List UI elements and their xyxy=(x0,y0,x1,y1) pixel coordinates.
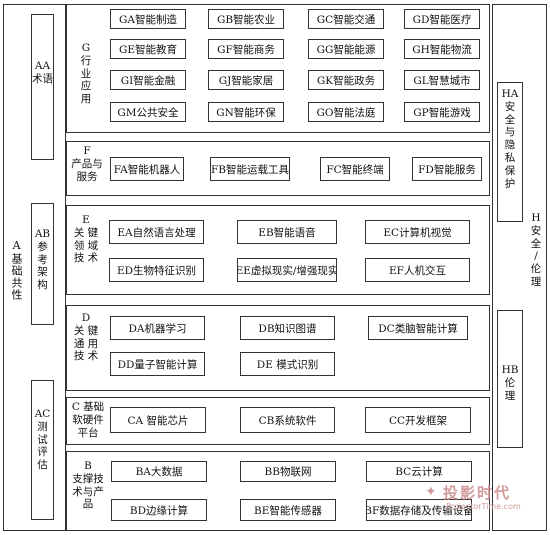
fc-smart-terminal: FC智能终端 xyxy=(320,157,390,181)
gn-smart-environment: GN智能环保 xyxy=(208,102,284,122)
ea-natural-language-processing: EA自然语言处理 xyxy=(109,220,204,244)
gh-smart-logistics: GH智能物流 xyxy=(404,39,480,59)
ba-big-data: BA大数据 xyxy=(111,461,207,482)
fb-smart-vehicle: FB智能运载工具 xyxy=(210,157,290,181)
watermark-main: 投影时代 xyxy=(443,484,512,502)
eb-smart-speech: EB智能语音 xyxy=(237,220,337,244)
gd-smart-healthcare: GD智能医疗 xyxy=(404,9,480,29)
ga-smart-manufacturing: GA智能制造 xyxy=(110,9,186,29)
dd-quantum-smart-computing: DD量子智能计算 xyxy=(110,352,205,376)
bf-data-storage-transmission: BF数据存储及传输设备 xyxy=(366,499,472,521)
aa-terminology-box xyxy=(31,14,54,160)
watermark-logo-icon: ✦ xyxy=(425,484,437,500)
ge-smart-education: GE智能教育 xyxy=(110,39,186,59)
cc-development-framework: CC开发框架 xyxy=(365,407,471,433)
gj-smart-home: GJ智能家居 xyxy=(208,70,284,90)
ha-security-privacy-box xyxy=(497,82,523,222)
dc-brain-inspired-computing: DC类脑智能计算 xyxy=(368,316,468,340)
da-machine-learning: DA机器学习 xyxy=(110,316,205,340)
cb-system-software: CB系统软件 xyxy=(240,407,335,433)
gc-smart-transportation: GC智能交通 xyxy=(308,9,384,29)
fa-smart-robot: FA智能机器人 xyxy=(110,157,184,181)
hb-ethics-box xyxy=(497,310,523,448)
bc-cloud-computing: BC云计算 xyxy=(366,461,472,482)
gf-smart-commerce: GF智能商务 xyxy=(208,39,284,59)
c-section-label: C 基础软硬件平台 xyxy=(71,401,105,439)
ef-human-computer-interaction: EF人机交互 xyxy=(365,258,470,282)
bd-edge-computing: BD边缘计算 xyxy=(111,499,207,521)
go-smart-court: GO智能法庭 xyxy=(308,102,384,122)
ee-virtual-augmented-reality: EE虚拟现实/增强现实 xyxy=(237,258,337,282)
ac-testing-evaluation-box xyxy=(31,380,54,520)
aa-terminology-label: AA术语 xyxy=(32,60,53,85)
ab-reference-architecture-box xyxy=(31,203,54,325)
be-smart-sensor: BE智能传感器 xyxy=(240,499,336,521)
ec-computer-vision: EC计算机视觉 xyxy=(365,220,470,244)
gg-smart-energy: GG智能能源 xyxy=(308,39,384,59)
fd-smart-service: FD智能服务 xyxy=(412,157,482,181)
gl-smart-city: GL智慧城市 xyxy=(404,70,480,90)
gm-public-safety: GM公共安全 xyxy=(110,102,186,122)
gk-smart-government: GK智能政务 xyxy=(308,70,384,90)
gb-smart-agriculture: GB智能农业 xyxy=(208,9,284,29)
gi-smart-finance: GI智能金融 xyxy=(110,70,186,90)
db-knowledge-graph: DB知识图谱 xyxy=(240,316,335,340)
bb-internet-of-things: BB物联网 xyxy=(240,461,336,482)
ca-smart-chip: CA 智能芯片 xyxy=(110,407,206,433)
watermark-sub: ProjectorTime.com xyxy=(446,502,521,511)
de-pattern-recognition: DE 模式识别 xyxy=(240,352,335,376)
ed-biometric-recognition: ED生物特征识别 xyxy=(109,258,204,282)
gp-smart-gaming: GP智能游戏 xyxy=(404,102,480,122)
